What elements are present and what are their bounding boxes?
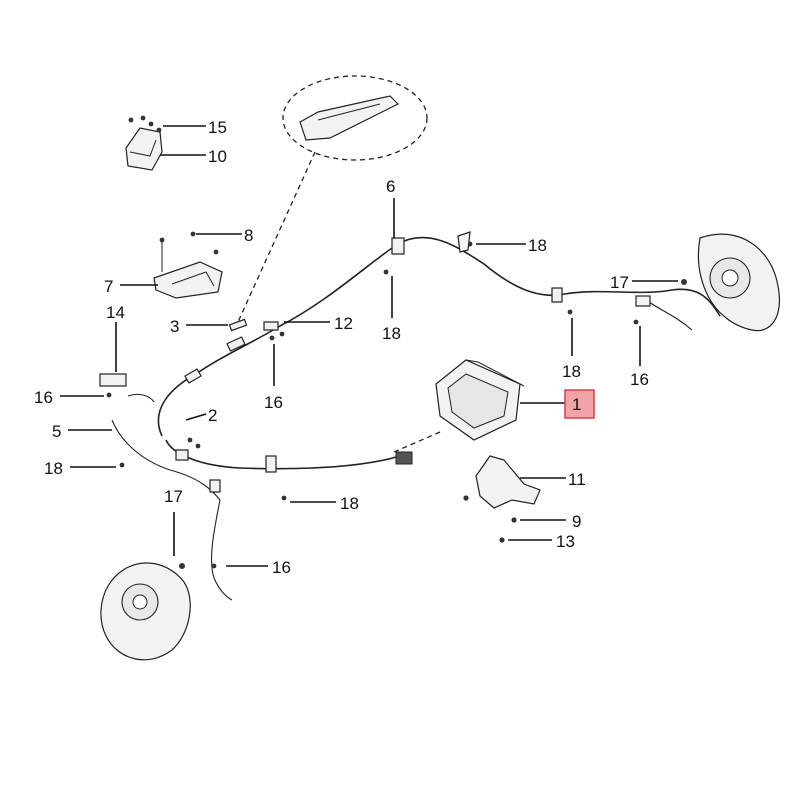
- callout-15: 15: [208, 118, 227, 137]
- part-11-bracket: [463, 455, 541, 543]
- callout-labels: 15 10 6 8 18 7 17 14 3 12 18 18 16 16 1 …: [34, 118, 649, 577]
- leader-lines: [60, 125, 678, 567]
- part-1-control-module: [393, 359, 525, 453]
- callout-3: 3: [170, 317, 179, 336]
- callout-11: 11: [568, 470, 586, 489]
- part-7-lever-bracket: [153, 231, 223, 299]
- callout-12: 12: [334, 314, 353, 333]
- right-backing-plate: [697, 233, 780, 332]
- callout-18-left: 18: [44, 459, 63, 478]
- callout-2: 2: [208, 406, 217, 425]
- callout-16-left: 16: [34, 388, 53, 407]
- highlighted-callout-box: [564, 389, 595, 419]
- callout-18-right: 18: [562, 362, 581, 381]
- callout-7: 7: [104, 277, 113, 296]
- detail-clip-part: [299, 95, 400, 141]
- callout-17-right: 17: [610, 273, 629, 292]
- callout-13: 13: [556, 532, 575, 551]
- detail-inset-outline: [282, 75, 428, 161]
- callout-18-top: 18: [528, 236, 547, 255]
- callout-17-left: 17: [164, 487, 183, 506]
- callout-1: 1: [572, 395, 581, 414]
- callout-16-right: 16: [630, 370, 649, 389]
- callout-6: 6: [386, 177, 395, 196]
- callout-8: 8: [244, 226, 253, 245]
- callout-18-mid: 18: [382, 324, 401, 343]
- part-10-bracket: [125, 115, 163, 171]
- main-cable: [106, 231, 721, 601]
- part-14-clip: [99, 373, 127, 387]
- callout-14: 14: [106, 303, 125, 322]
- callout-16-mid: 16: [264, 393, 283, 412]
- callout-18-bottom: 18: [340, 494, 359, 513]
- module-leader-line: [393, 431, 441, 453]
- callout-16-bottom: 16: [272, 558, 291, 577]
- callout-5: 5: [52, 422, 61, 441]
- callout-10: 10: [208, 147, 227, 166]
- left-backing-plate: [100, 562, 191, 661]
- callout-9: 9: [572, 512, 581, 531]
- detail-inset: [237, 75, 428, 323]
- detail-leader-line: [237, 151, 316, 323]
